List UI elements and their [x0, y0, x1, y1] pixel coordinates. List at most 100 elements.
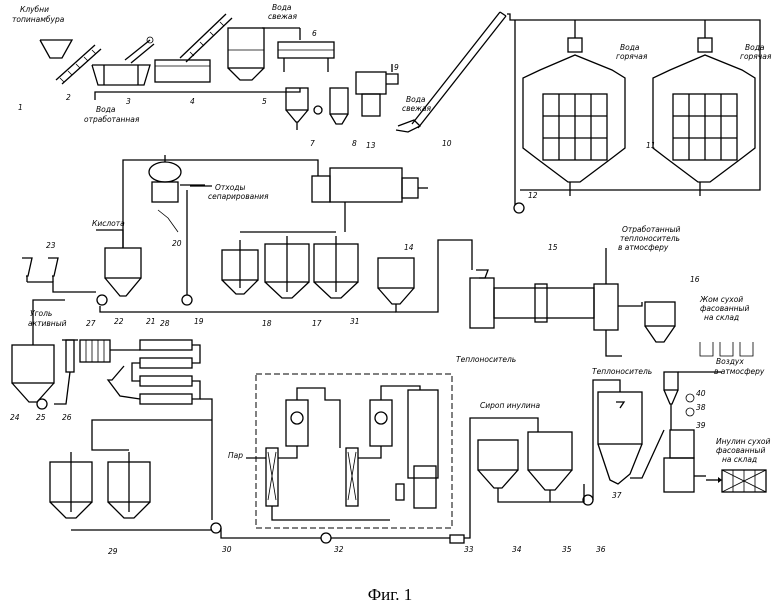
label-pulp-c: на склад	[704, 313, 739, 322]
spray-dryer-37	[593, 380, 664, 500]
bags-23	[22, 258, 96, 292]
ref-21: 21	[146, 317, 156, 326]
label-steam: Пар	[228, 451, 243, 460]
label-spent-heat-a: Отработанный	[622, 225, 681, 234]
ref-7: 7	[310, 139, 315, 148]
label-separation-waste-b: сепарирования	[208, 192, 269, 201]
ref-35: 35	[562, 545, 572, 554]
ref-12: 12	[528, 191, 538, 200]
ref-8: 8	[352, 139, 357, 148]
label-inulin-dry-b: фасованный	[716, 446, 765, 455]
label-hot-water-1a: Вода	[620, 43, 640, 52]
dry-inulin-pallet	[706, 470, 766, 492]
ref-9: 9	[394, 63, 399, 72]
label-hot-water-2b: горячая	[740, 52, 772, 61]
ref-37: 37	[612, 491, 622, 500]
separator-20	[149, 155, 205, 232]
ref-24: 24	[10, 413, 20, 422]
unit-8	[314, 88, 348, 124]
label-spent-heat-c: в атмосферу	[618, 243, 669, 252]
ref-11: 11	[646, 141, 656, 150]
arrows	[190, 186, 722, 372]
elevator-10	[396, 12, 506, 132]
collector-line	[97, 190, 396, 312]
label-air-out-b: в атмосферу	[714, 367, 765, 376]
filter-26	[54, 340, 78, 404]
tanks-34-35	[478, 432, 593, 505]
ref-20: 20	[172, 239, 182, 248]
label-spent-heat-b: теплоноситель	[620, 234, 680, 243]
tanks-29	[50, 399, 221, 533]
water-lines	[95, 28, 300, 100]
extractor-11a	[523, 30, 625, 196]
ref-3: 3	[126, 97, 131, 106]
ref-31: 31	[350, 317, 360, 326]
filter-27	[80, 340, 110, 362]
ref-25: 25	[36, 413, 46, 422]
label-air-out-a: Воздух	[716, 357, 744, 366]
label-inulin-syrup: Сироп инулина	[480, 401, 541, 410]
label-pulp-b: фасованный	[700, 304, 749, 313]
ref-38: 38	[696, 403, 706, 412]
ref-19: 19	[194, 317, 204, 326]
label-waste-water-a: Вода	[96, 105, 116, 114]
ref-34: 34	[512, 545, 522, 554]
hopper-16	[645, 302, 675, 342]
label-heat-carrier-1: Теплоноситель	[456, 355, 516, 364]
ref-30: 30	[222, 545, 232, 554]
label-fresh-water-2b: свежая	[402, 104, 432, 113]
centrifuge-13	[312, 168, 428, 232]
ref-10: 10	[442, 139, 452, 148]
label-acid: Кислота	[92, 219, 125, 228]
ref-28: 28	[160, 319, 170, 328]
ref-36: 36	[596, 545, 606, 554]
ref-16: 16	[690, 275, 700, 284]
label-inulin-dry-c: на склад	[722, 455, 757, 464]
ref-5: 5	[262, 97, 267, 106]
label-fresh-water-1b: свежая	[268, 12, 298, 21]
ref-14: 14	[404, 243, 414, 252]
tank-14	[378, 240, 472, 312]
hopper-1	[40, 40, 72, 58]
ref-1: 1	[18, 103, 23, 112]
label-coal-b: активный	[28, 319, 67, 328]
label-heat-carrier-2: Теплоноситель	[592, 367, 652, 376]
ref-40: 40	[696, 389, 706, 398]
label-fresh-water-1a: Вода	[272, 3, 292, 12]
ref-29: 29	[108, 547, 118, 556]
ref-33: 33	[464, 545, 474, 554]
ref-22: 22	[114, 317, 124, 326]
tank-5	[228, 28, 270, 80]
ref-13: 13	[366, 141, 376, 150]
conveyor-right	[125, 37, 154, 63]
label-topinambur-1: Клубни	[20, 5, 49, 14]
ref-39: 39	[696, 421, 706, 430]
pulp-bags	[700, 342, 753, 356]
ref-32: 32	[334, 545, 344, 554]
ref-2: 2	[66, 93, 71, 102]
cyclone-38-40	[664, 372, 716, 492]
label-separation-waste-a: Отходы	[215, 183, 245, 192]
tank-18	[222, 240, 258, 294]
ref-27: 27	[86, 319, 96, 328]
conveyor-4a	[180, 14, 232, 62]
label-hot-water-2a: Вода	[745, 43, 765, 52]
figure-caption: Фиг. 1	[368, 585, 413, 604]
label-waste-water-b: отработанная	[84, 115, 140, 124]
ref-18: 18	[262, 319, 272, 328]
conveyor-6	[278, 42, 334, 72]
heat-exchanger-28	[108, 340, 200, 404]
washer-3	[92, 65, 150, 85]
ref-6: 6	[312, 29, 317, 38]
ref-17: 17	[312, 319, 322, 328]
label-inulin-dry-a: Инулин сухой	[716, 437, 770, 446]
label-topinambur-2: топинамбура	[12, 15, 65, 24]
ref-23: 23	[46, 241, 56, 250]
pump-33	[331, 418, 538, 543]
ref-15: 15	[548, 243, 558, 252]
label-coal-a: Уголь	[30, 309, 52, 318]
press-9	[356, 64, 398, 116]
acid-line	[96, 160, 318, 248]
washer-4	[155, 60, 210, 82]
